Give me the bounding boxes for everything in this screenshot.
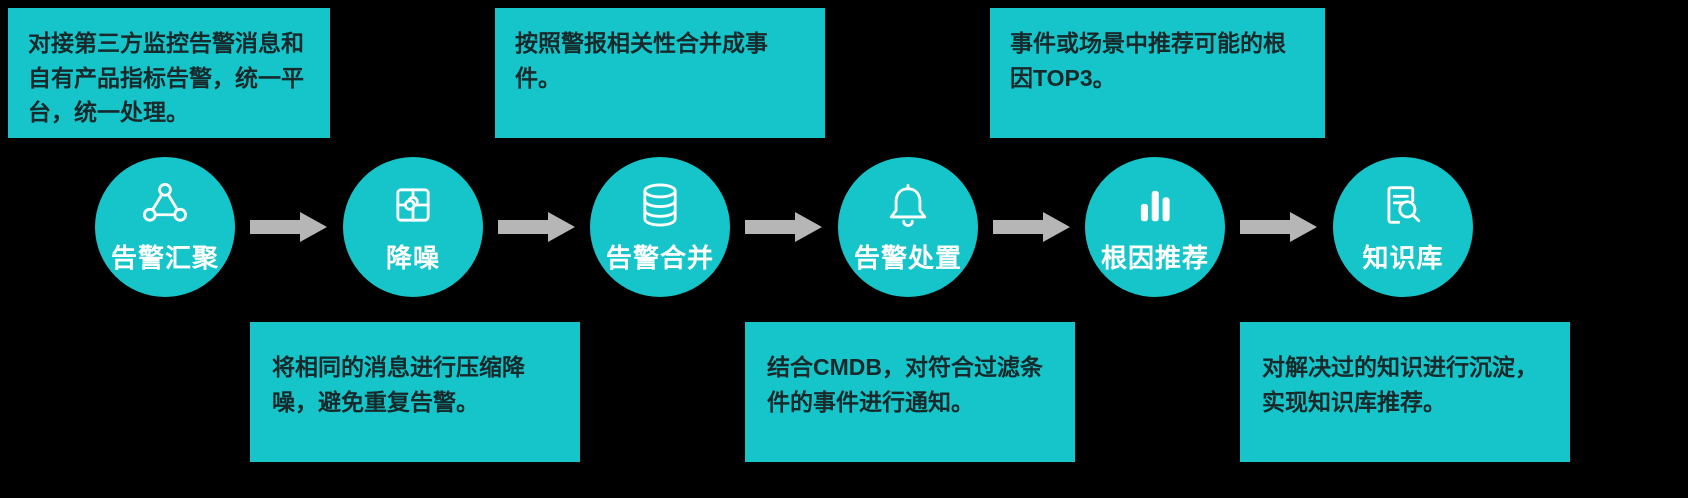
callout-alert-aggregation-text: 对接第三方监控告警消息和自有产品指标告警，统一平台，统一处理。 xyxy=(28,30,304,125)
callout-alert-handling: 结合CMDB，对符合过滤条件的事件进行通知。 xyxy=(745,322,1075,462)
flow-node-label: 根因推荐 xyxy=(1100,243,1209,273)
callout-noise-reduction: 将相同的消息进行压缩降噪，避免重复告警。 xyxy=(250,322,580,462)
database-icon xyxy=(634,179,686,231)
bell-icon xyxy=(882,179,934,231)
puzzle-icon xyxy=(387,179,439,231)
callout-alert-merge-text: 按照警报相关性合并成事件。 xyxy=(515,30,768,91)
callout-alert-handling-text: 结合CMDB，对符合过滤条件的事件进行通知。 xyxy=(767,354,1043,415)
flow-arrow-icon xyxy=(1240,212,1318,242)
flow-arrow-icon xyxy=(993,212,1071,242)
flow-node-alert-merge: 告警合并 xyxy=(590,157,730,297)
callout-knowledge-base-text: 对解决过的知识进行沉淀，实现知识库推荐。 xyxy=(1262,354,1538,415)
callout-noise-reduction-text: 将相同的消息进行压缩降噪，避免重复告警。 xyxy=(272,354,525,415)
flow-node-label: 降噪 xyxy=(385,243,440,273)
flow-arrow-icon xyxy=(745,212,823,242)
flow-node-label: 告警处置 xyxy=(853,243,962,273)
callout-root-cause-text: 事件或场景中推荐可能的根因TOP3。 xyxy=(1010,30,1286,91)
callout-root-cause: 事件或场景中推荐可能的根因TOP3。 xyxy=(990,8,1325,138)
flow-node-label: 告警汇聚 xyxy=(110,243,219,273)
callout-alert-merge: 按照警报相关性合并成事件。 xyxy=(495,8,825,138)
flow-node-label: 告警合并 xyxy=(605,243,714,273)
flow-node-alert-aggregation: 告警汇聚 xyxy=(95,157,235,297)
callout-knowledge-base: 对解决过的知识进行沉淀，实现知识库推荐。 xyxy=(1240,322,1570,462)
document-search-icon xyxy=(1377,179,1429,231)
flow-arrow-icon xyxy=(250,212,328,242)
flow-node-noise-reduction: 降噪 xyxy=(343,157,483,297)
bar-chart-icon xyxy=(1129,179,1181,231)
callout-alert-aggregation: 对接第三方监控告警消息和自有产品指标告警，统一平台，统一处理。 xyxy=(8,8,330,138)
flow-arrow-icon xyxy=(498,212,576,242)
flow-node-label: 知识库 xyxy=(1362,243,1444,273)
share-network-icon xyxy=(139,179,191,231)
flow-node-alert-handling: 告警处置 xyxy=(838,157,978,297)
flow-node-knowledge-base: 知识库 xyxy=(1333,157,1473,297)
flow-node-root-cause: 根因推荐 xyxy=(1085,157,1225,297)
